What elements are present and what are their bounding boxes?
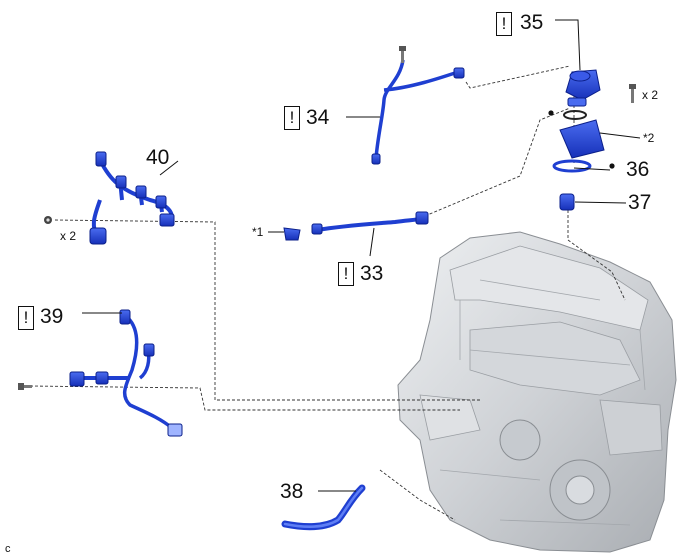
callout-39: 39: [40, 305, 64, 328]
caution-mark-icon: !: [496, 12, 512, 36]
leader-lines: [82, 19, 641, 492]
callout-38: 38: [280, 480, 304, 503]
o-ring: [563, 110, 587, 120]
wire-harness-lower: [69, 309, 183, 437]
callout-33: 33: [360, 262, 384, 285]
grease-point-icon: [548, 110, 554, 116]
corner-code: c: [5, 543, 11, 555]
lifter: [559, 193, 575, 211]
caution-mark-icon: !: [284, 106, 300, 130]
bolt-icon: [399, 46, 406, 63]
fuel-pump-assembly: [565, 69, 601, 107]
gasket: [552, 159, 592, 173]
callout-35: 35: [520, 11, 544, 34]
quantity-label: x 2: [60, 229, 77, 243]
bolt-icon: [18, 383, 32, 390]
callout-40: 40: [146, 146, 170, 169]
callout-34: 34: [306, 106, 330, 129]
caution-mark-icon: !: [18, 306, 34, 330]
nut-icon: [44, 216, 52, 224]
mounting-bracket: [559, 119, 605, 159]
quantity-label: x 2: [642, 88, 659, 102]
engine-wire-harness: [89, 151, 175, 245]
caution-mark-icon: !: [338, 262, 354, 286]
fuel-hose-upper: [371, 59, 465, 165]
bolt-icon: [629, 84, 636, 103]
engine-assembly: [397, 231, 677, 553]
callout-37: 37: [628, 191, 652, 214]
fuel-hose-middle: [283, 211, 429, 241]
grease-point-icon: [609, 163, 615, 169]
callout-36: 36: [626, 158, 650, 181]
water-bypass-pipe: [281, 484, 366, 531]
reference-note: *1: [252, 225, 264, 239]
reference-note: *2: [643, 131, 655, 145]
